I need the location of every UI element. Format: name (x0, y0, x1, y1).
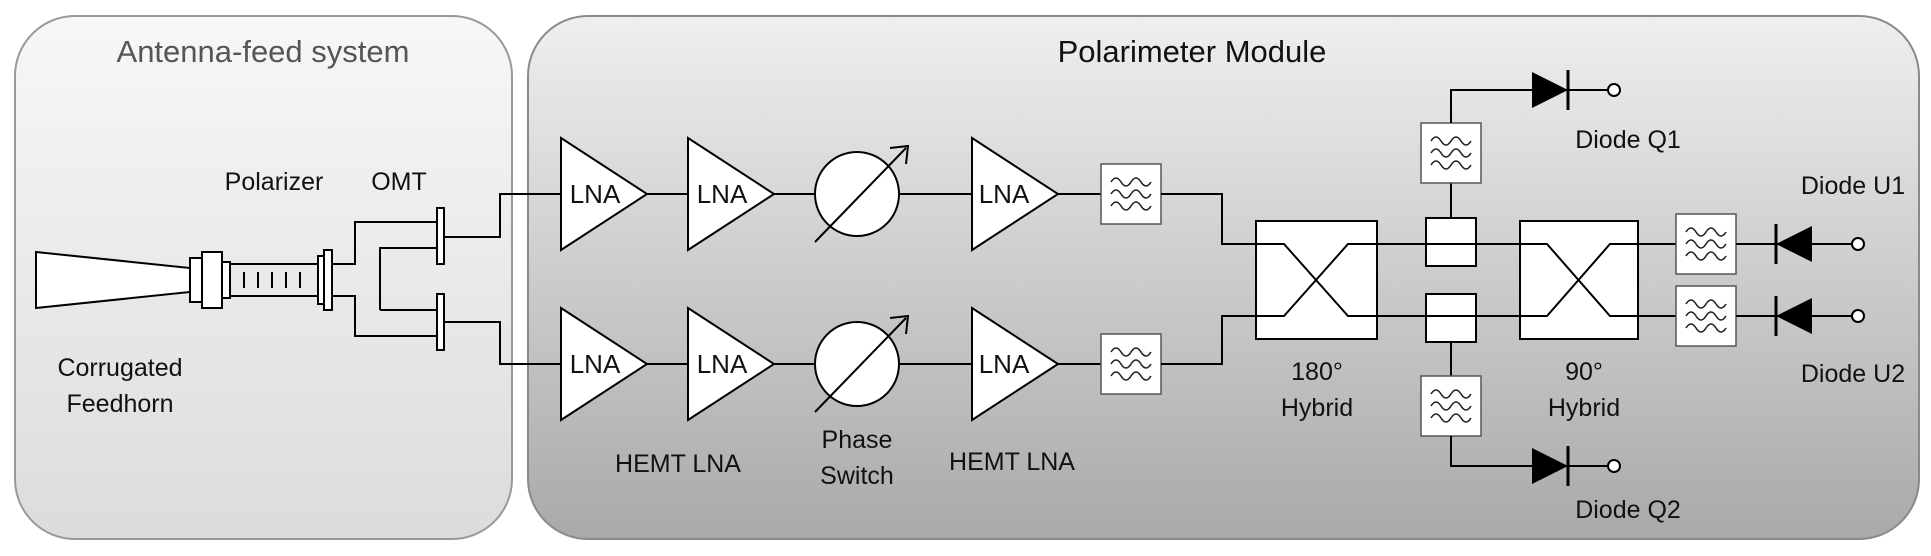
bandpass-filter-u1 (1675, 213, 1737, 275)
bandpass-filter-q2 (1420, 375, 1482, 437)
bandpass-filter-bottom (1100, 333, 1162, 395)
bottom-chain-connector (444, 321, 561, 365)
hemt-lna-label-right: HEMT LNA (949, 448, 1075, 476)
diode-u2-label: Diode U2 (1801, 360, 1905, 388)
phase-switch-label-line1: Phase (822, 426, 893, 454)
diode-q2-label: Diode Q2 (1575, 496, 1681, 524)
feedhorn-label-line2: Feedhorn (66, 390, 173, 418)
hybrid-180-label-line1: 180° (1291, 358, 1343, 386)
hybrid-180-label-line2: Hybrid (1281, 394, 1353, 422)
bandpass-filter-q1 (1420, 122, 1482, 184)
hybrid-90-label-line1: 90° (1565, 358, 1603, 386)
diode-q1-label: Diode Q1 (1575, 126, 1681, 154)
hybrid-90 (1519, 220, 1639, 340)
hemt-lna-label-left: HEMT LNA (615, 450, 741, 478)
antenna-feed-panel (14, 15, 513, 540)
lna-top-3-label: LNA (979, 179, 1030, 209)
diode-q2 (1532, 446, 1621, 486)
omt (332, 207, 445, 351)
bandpass-filter-u2 (1675, 285, 1737, 347)
polarizer (230, 249, 333, 311)
lna-bottom-2 (687, 306, 776, 422)
diode-u1-label: Diode U1 (1801, 172, 1905, 200)
bandpass-filter-top (1100, 163, 1162, 225)
hybrid-90-label-line2: Hybrid (1548, 394, 1620, 422)
top-chain-connector (444, 193, 561, 238)
corrugated-feedhorn (35, 250, 231, 310)
diode-q1 (1532, 70, 1621, 110)
lna-top-1-label: LNA (570, 179, 621, 209)
phase-switch-label-line2: Switch (820, 462, 894, 490)
lna-top-2-label: LNA (697, 179, 748, 209)
coupler-top (1425, 217, 1477, 267)
lna-bottom-1 (560, 306, 649, 422)
phase-switch-bottom (814, 314, 910, 413)
lna-top-2 (687, 136, 776, 252)
phase-switch-top (814, 144, 910, 243)
lna-bottom-3 (971, 306, 1060, 422)
lna-bottom-1-label: LNA (570, 349, 621, 379)
omt-label: OMT (371, 168, 427, 196)
hybrid-180 (1255, 220, 1378, 340)
feedhorn-label-line1: Corrugated (57, 354, 182, 382)
lna-top-1 (560, 136, 649, 252)
diode-u1 (1774, 224, 1865, 264)
polarimeter-title: Polarimeter Module (1058, 34, 1327, 69)
lna-top-3 (971, 136, 1060, 252)
polarizer-label: Polarizer (225, 168, 324, 196)
coupler-bottom (1425, 293, 1477, 343)
diode-u2 (1774, 296, 1865, 336)
polarimeter-panel (527, 15, 1920, 540)
lna-bottom-2-label: LNA (697, 349, 748, 379)
lna-bottom-3-label: LNA (979, 349, 1030, 379)
antenna-feed-title: Antenna-feed system (117, 34, 410, 69)
